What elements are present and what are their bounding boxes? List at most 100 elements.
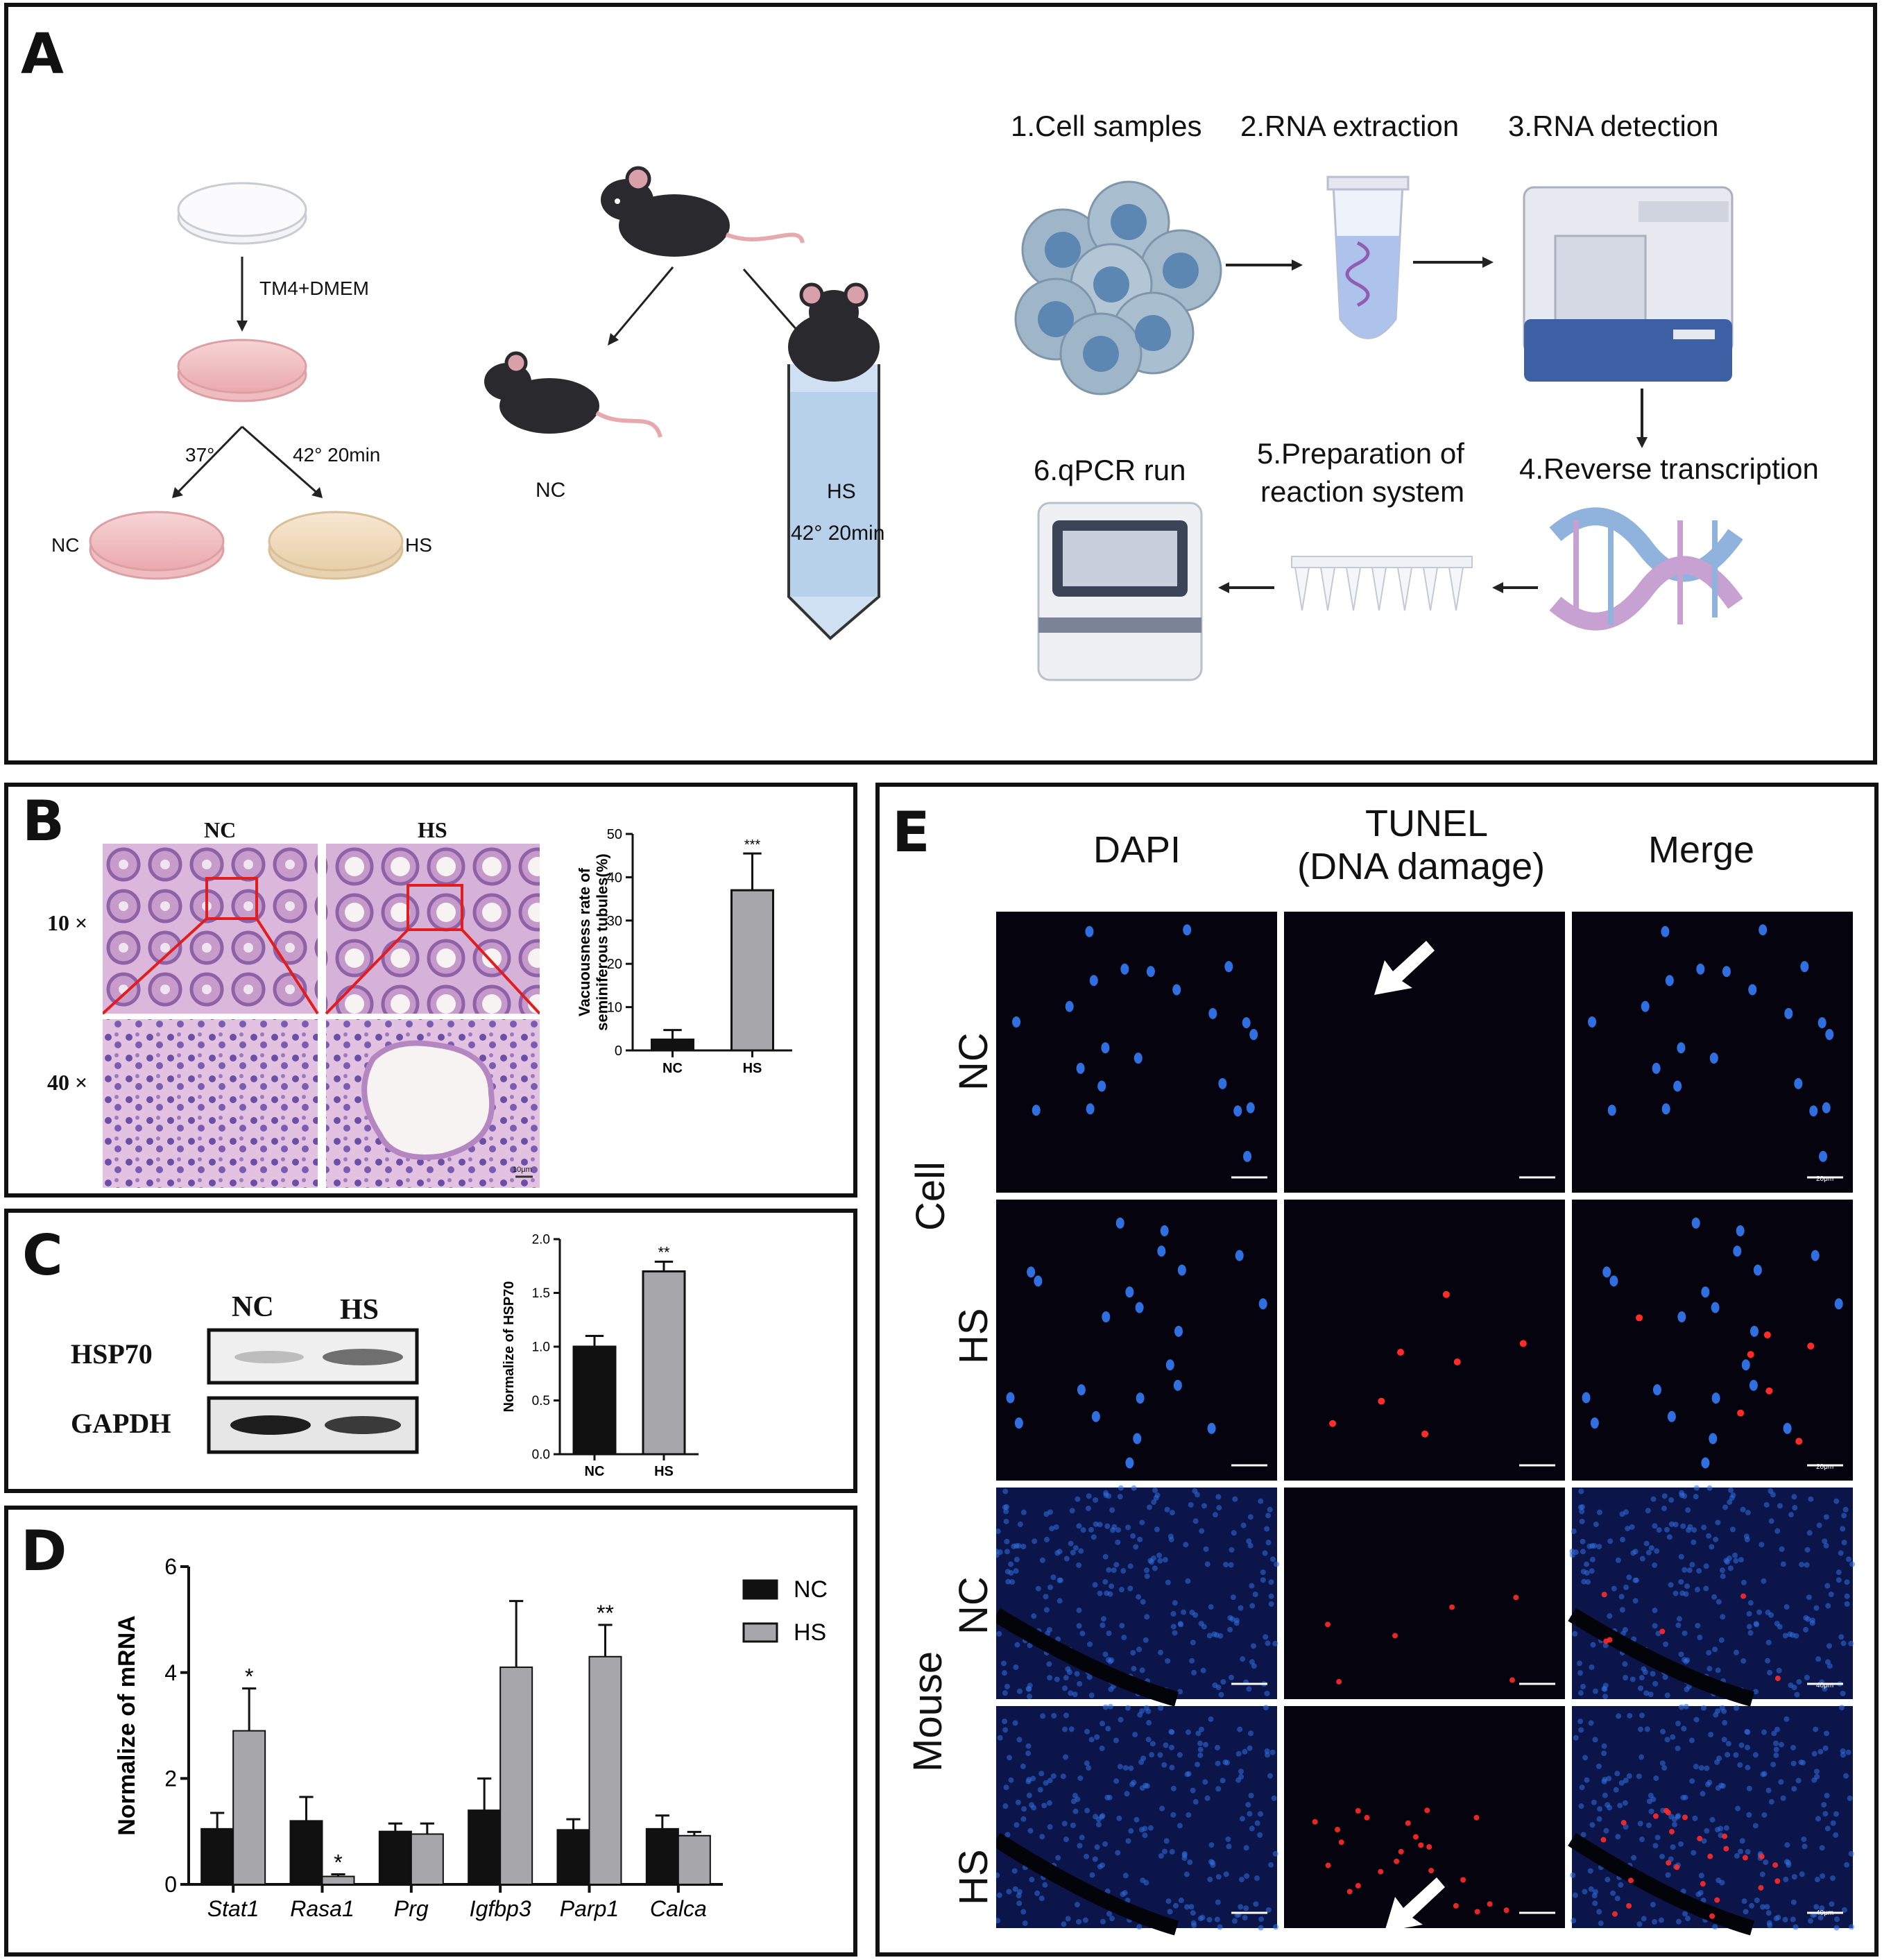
bar (232, 1730, 266, 1885)
dapi-nucleus (1741, 1898, 1747, 1904)
y-tick-label: 30 (607, 914, 622, 929)
dapi-nucleus (1709, 1433, 1718, 1445)
dapi-nucleus (1771, 1730, 1777, 1737)
dapi-nucleus (1060, 1773, 1066, 1780)
dapi-nucleus (1215, 1760, 1221, 1766)
dapi-nucleus (1057, 1577, 1063, 1583)
dapi-nucleus (1689, 1562, 1695, 1568)
tunel-spot (1487, 1901, 1493, 1907)
dapi-nucleus (1650, 1496, 1657, 1502)
dapi-nucleus (1689, 1778, 1695, 1784)
x-tick-label: Calca (650, 1896, 707, 1921)
dapi-nucleus (1122, 1765, 1129, 1771)
tunel-spot (1674, 1864, 1680, 1870)
dapi-nucleus (1008, 1777, 1014, 1783)
dapi-nucleus (1020, 1816, 1027, 1822)
dapi-nucleus (1165, 1658, 1171, 1664)
tunel-spot (1424, 1807, 1430, 1814)
dapi-nucleus (1596, 1816, 1602, 1822)
dapi-nucleus (1735, 1805, 1741, 1812)
dapi-nucleus (1704, 1827, 1710, 1834)
bar (556, 1829, 590, 1886)
dapi-nucleus (1684, 1686, 1690, 1692)
dapi-nucleus (1207, 1876, 1213, 1882)
dapi-nucleus (1577, 1690, 1584, 1696)
tunel-spot (1378, 1868, 1384, 1875)
dna-helix-icon (1549, 507, 1743, 631)
dapi-nucleus (1650, 1902, 1656, 1908)
dapi-nucleus (1754, 1898, 1760, 1904)
dapi-nucleus (1127, 1585, 1134, 1592)
dapi-nucleus (996, 1630, 1002, 1637)
if-col-tunel-sublabel: (DNA damage) (1297, 846, 1546, 887)
dapi-nucleus (1729, 1495, 1735, 1501)
dapi-nucleus (1012, 1016, 1021, 1028)
dapi-nucleus (1834, 1916, 1840, 1923)
tunel-spot (1700, 1881, 1706, 1887)
dapi-nucleus (1249, 1029, 1258, 1041)
dapi-nucleus (1061, 1921, 1067, 1927)
dapi-nucleus (1149, 1752, 1155, 1758)
dapi-nucleus (1601, 1743, 1607, 1749)
he-nc-10x-image (103, 844, 318, 1014)
dapi-nucleus (1183, 1542, 1189, 1548)
dapi-nucleus (1078, 1548, 1084, 1554)
dapi-nucleus (1709, 1816, 1716, 1823)
dapi-nucleus (1002, 1504, 1008, 1510)
significance-marker: ** (658, 1244, 670, 1261)
dapi-nucleus (1637, 1821, 1643, 1827)
dapi-nucleus (1243, 1905, 1249, 1911)
dapi-nucleus (1245, 1802, 1251, 1808)
dapi-nucleus (1102, 1704, 1109, 1710)
dapi-nucleus (1147, 1825, 1154, 1831)
dapi-nucleus (1814, 1773, 1820, 1780)
dapi-nucleus (1660, 1728, 1666, 1735)
dapi-nucleus (1688, 1737, 1695, 1744)
dapi-nucleus (1849, 1924, 1855, 1930)
dapi-nucleus (1189, 1658, 1195, 1664)
dapi-nucleus (1013, 1822, 1020, 1828)
dapi-nucleus (1664, 1692, 1670, 1698)
dapi-nucleus (1579, 1518, 1585, 1524)
dapi-nucleus (1047, 1509, 1053, 1515)
dapi-nucleus (1807, 1918, 1813, 1924)
dapi-nucleus (1823, 1514, 1829, 1520)
dapi-nucleus (1686, 1567, 1693, 1574)
dapi-nucleus (1793, 1924, 1799, 1930)
dapi-nucleus (1252, 1592, 1258, 1598)
dapi-nucleus (1765, 1610, 1771, 1616)
dapi-nucleus (1214, 1916, 1220, 1923)
dapi-nucleus (1046, 1800, 1052, 1806)
dapi-nucleus (1786, 1862, 1792, 1868)
dapi-nucleus (1065, 1000, 1074, 1012)
if-col-merge-label: Merge (1648, 829, 1755, 871)
dapi-nucleus (1159, 1805, 1165, 1812)
dapi-nucleus (996, 1918, 1001, 1924)
dapi-nucleus (1678, 1553, 1684, 1560)
dapi-nucleus (1094, 1844, 1100, 1850)
dapi-nucleus (1168, 1536, 1174, 1542)
dapi-nucleus (1169, 1510, 1175, 1516)
culture-hs-label: HS (405, 534, 432, 556)
dapi-nucleus (1128, 1827, 1134, 1834)
dapi-nucleus (1120, 963, 1129, 975)
dapi-nucleus (1090, 1534, 1097, 1540)
dapi-nucleus (1753, 1621, 1759, 1627)
dapi-nucleus (1087, 1641, 1093, 1647)
dapi-nucleus (1571, 1528, 1577, 1535)
x-tick-label: HS (654, 1464, 674, 1479)
dapi-nucleus (1113, 1778, 1120, 1784)
dapi-nucleus (1654, 1834, 1661, 1841)
dapi-nucleus (1589, 1556, 1596, 1562)
workflow-step4: 4.Reverse transcription (1519, 452, 1819, 485)
tissue-gap (996, 1832, 1179, 1936)
workflow-step6: 6.qPCR run (1034, 454, 1186, 486)
dapi-nucleus (1602, 1642, 1609, 1648)
dapi-nucleus (1632, 1549, 1639, 1555)
empty-dish-icon (177, 182, 307, 245)
dapi-nucleus (1164, 1506, 1170, 1512)
dapi-nucleus (1172, 1630, 1178, 1636)
dapi-nucleus (1227, 1626, 1233, 1633)
bar (588, 1655, 622, 1885)
dapi-nucleus (1232, 1496, 1238, 1502)
